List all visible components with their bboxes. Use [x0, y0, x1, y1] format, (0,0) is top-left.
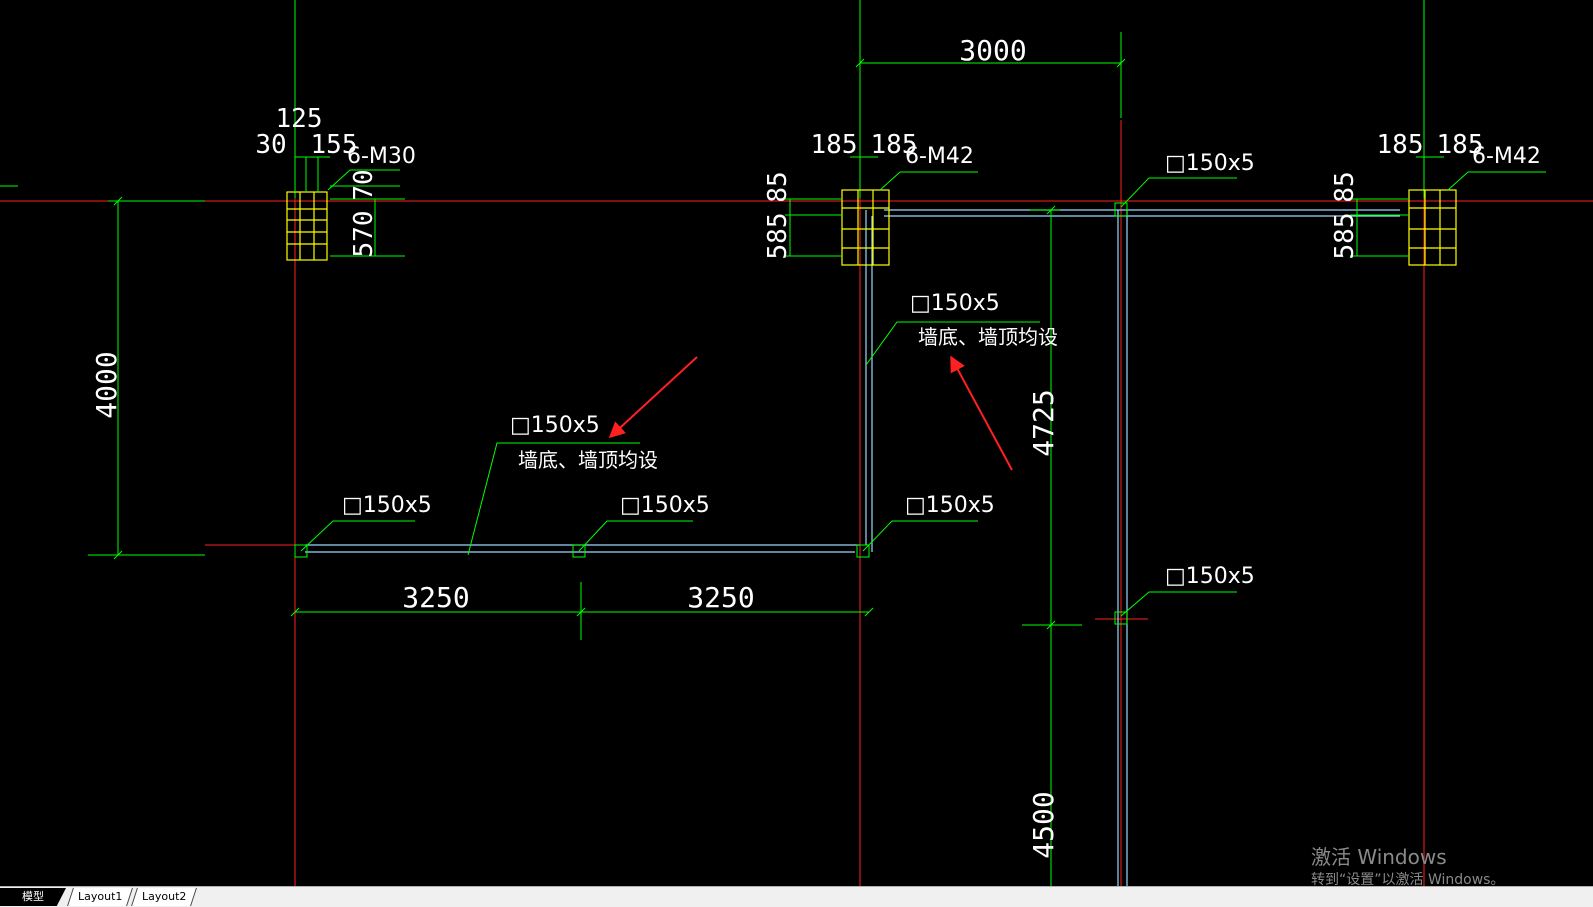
drawing-viewport[interactable]: 3000 4000 4725 4500 3250 3250 125 30 155…: [0, 0, 1593, 886]
dim-top-3000: 3000: [959, 34, 1026, 67]
dim-base1-570: 570: [349, 211, 379, 258]
windows-activation-watermark: 激活 Windows 转到“设置”以激活 Windows。: [1311, 845, 1504, 886]
dim-base2-185b: 185: [871, 130, 918, 160]
dim-base3-185b: 185: [1437, 130, 1484, 160]
label-note-right: 墙底、墙顶均设: [918, 325, 1058, 349]
dim-base3-85: 85: [1330, 171, 1360, 202]
label-bolt-m42-right: 6-M42: [1472, 144, 1541, 169]
markup-arrows: [608, 355, 1013, 471]
label-note-left: 墙底、墙顶均设: [518, 448, 658, 472]
dim-base1-70: 70: [349, 169, 379, 200]
base-plate-left: [286, 191, 328, 261]
steel-members: [305, 209, 1400, 886]
annotation-texts: 6-M30 6-M42 6-M42 □150x5 □150x5 □150x5 □…: [342, 144, 1541, 589]
label-tube-lower-right: □150x5: [1165, 564, 1255, 589]
dim-right-4725: 4725: [1027, 389, 1060, 456]
dim-base2-585: 585: [763, 213, 793, 260]
leader-lines: [300, 177, 1237, 617]
cad-drawing[interactable]: 3000 4000 4725 4500 3250 3250 125 30 155…: [0, 0, 1593, 886]
layout-tab-bar: 模型 Layout1 Layout2: [0, 886, 1593, 907]
tab-layout2-label: Layout2: [141, 890, 187, 903]
label-tube-bottom-a: □150x5: [342, 493, 432, 518]
base-plate-middle: [841, 189, 890, 266]
label-tube-bottom-c: □150x5: [905, 493, 995, 518]
dim-base3-185a: 185: [1377, 130, 1424, 160]
dimension-texts: 3000 4000 4725 4500 3250 3250 125 30 155…: [90, 34, 1483, 859]
tab-layout1[interactable]: Layout1: [67, 888, 133, 906]
dim-right-4500: 4500: [1027, 791, 1060, 858]
dim-bottom-left-3250: 3250: [402, 581, 469, 614]
dimension-lines: [88, 58, 1546, 886]
tab-layout2[interactable]: Layout2: [131, 888, 197, 906]
dim-base2-185a: 185: [811, 130, 858, 160]
dim-base1-125: 125: [276, 104, 323, 134]
dim-base2-85: 85: [763, 171, 793, 202]
dim-base3-585: 585: [1330, 213, 1360, 260]
label-tube-bottom-b: □150x5: [620, 493, 710, 518]
tab-layout1-label: Layout1: [77, 890, 123, 903]
markup-arrow-left: [608, 356, 698, 439]
tab-model[interactable]: 模型: [0, 888, 66, 906]
dim-bottom-right-3250: 3250: [687, 581, 754, 614]
label-tube-vertical: □150x5: [910, 291, 1000, 316]
label-bolt-m30: 6-M30: [347, 144, 416, 169]
joint-markers: [294, 202, 1128, 625]
label-bolt-m42-middle: 6-M42: [905, 144, 974, 169]
axis-lines: [0, 0, 1593, 886]
markup-arrow-right: [950, 355, 1013, 471]
dim-base1-155: 155: [311, 130, 358, 160]
base-plate-right: [1408, 189, 1457, 266]
label-tube-top-right: □150x5: [1165, 151, 1255, 176]
watermark-subtitle: 转到“设置”以激活 Windows。: [1311, 871, 1504, 886]
watermark-title: 激活 Windows: [1311, 845, 1447, 869]
label-tube-center: □150x5: [510, 413, 600, 438]
dim-base1-30: 30: [255, 130, 286, 160]
dim-left-4000: 4000: [90, 351, 123, 418]
